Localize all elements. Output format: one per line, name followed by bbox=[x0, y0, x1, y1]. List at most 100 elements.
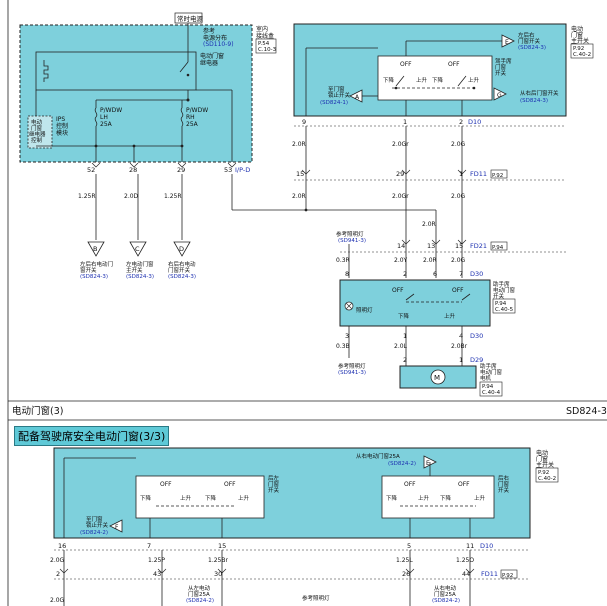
svg-text:锁止开关: 锁止开关 bbox=[328, 91, 351, 99]
svg-text:F: F bbox=[115, 524, 119, 531]
svg-text:P/WDW: P/WDW bbox=[100, 107, 122, 114]
svg-text:2.0Gr: 2.0Gr bbox=[392, 141, 409, 148]
svg-text:D29: D29 bbox=[470, 356, 483, 364]
svg-text:1: 1 bbox=[403, 118, 407, 126]
svg-text:16: 16 bbox=[58, 542, 66, 550]
svg-text:29: 29 bbox=[396, 170, 404, 178]
svg-text:P.92: P.92 bbox=[502, 573, 513, 579]
svg-text:4: 4 bbox=[459, 332, 463, 340]
svg-text:门窗: 门窗 bbox=[495, 63, 507, 71]
svg-text:电动: 电动 bbox=[536, 449, 548, 457]
svg-text:开关: 开关 bbox=[495, 69, 507, 77]
svg-text:3: 3 bbox=[345, 332, 349, 340]
svg-text:28: 28 bbox=[129, 166, 137, 174]
svg-text:30: 30 bbox=[214, 570, 222, 578]
svg-text:IPS: IPS bbox=[56, 116, 65, 123]
svg-text:29: 29 bbox=[177, 166, 185, 174]
hot-label: 常时电源 bbox=[177, 14, 204, 23]
svg-text:2.0R: 2.0R bbox=[423, 257, 437, 264]
svg-text:15: 15 bbox=[218, 542, 226, 550]
svg-text:15: 15 bbox=[455, 242, 463, 250]
svg-text:C: C bbox=[135, 245, 140, 253]
svg-text:FD11: FD11 bbox=[470, 170, 487, 178]
svg-text:继电器: 继电器 bbox=[200, 59, 218, 67]
svg-text:G: G bbox=[497, 92, 502, 99]
svg-text:1.25L: 1.25L bbox=[396, 557, 413, 564]
svg-text:2: 2 bbox=[403, 356, 407, 364]
svg-text:参考照明灯: 参考照明灯 bbox=[302, 594, 330, 602]
svg-text:电动门窗: 电动门窗 bbox=[480, 368, 503, 376]
svg-text:电动门窗: 电动门窗 bbox=[493, 286, 516, 294]
svg-text:左后右电动门: 左后右电动门 bbox=[80, 260, 113, 268]
svg-text:25A: 25A bbox=[100, 121, 113, 128]
svg-text:上升: 上升 bbox=[238, 494, 250, 502]
svg-text:从左电动: 从左电动 bbox=[188, 584, 211, 592]
svg-text:(SD941-3): (SD941-3) bbox=[338, 370, 366, 376]
svg-text:下降: 下降 bbox=[386, 494, 398, 502]
svg-text:助手席: 助手席 bbox=[493, 280, 510, 288]
svg-text:P.54: P.54 bbox=[258, 41, 270, 47]
svg-text:OFF: OFF bbox=[160, 481, 172, 488]
svg-text:控制: 控制 bbox=[31, 136, 43, 144]
svg-text:上升: 上升 bbox=[418, 494, 430, 502]
svg-text:C.40-5: C.40-5 bbox=[495, 307, 514, 313]
svg-text:P.92: P.92 bbox=[492, 173, 503, 179]
svg-text:(SD824-2): (SD824-2) bbox=[432, 598, 460, 604]
svg-text:门窗开关: 门窗开关 bbox=[168, 266, 191, 274]
svg-text:照明灯: 照明灯 bbox=[356, 306, 373, 314]
svg-text:D10: D10 bbox=[468, 118, 481, 126]
svg-text:FD11: FD11 bbox=[481, 570, 498, 578]
svg-text:2: 2 bbox=[56, 570, 60, 578]
svg-text:(SD824-3): (SD824-3) bbox=[80, 274, 108, 280]
svg-text:1: 1 bbox=[459, 170, 463, 178]
svg-text:9: 9 bbox=[302, 118, 306, 126]
svg-text:C.40-4: C.40-4 bbox=[482, 390, 501, 396]
svg-text:52: 52 bbox=[87, 166, 95, 174]
svg-text:室内: 室内 bbox=[256, 25, 268, 33]
svg-text:(SD824-2): (SD824-2) bbox=[186, 598, 214, 604]
svg-text:至门窗: 至门窗 bbox=[328, 85, 345, 93]
svg-text:至门窗: 至门窗 bbox=[86, 515, 103, 523]
svg-text:电动门窗: 电动门窗 bbox=[200, 52, 224, 60]
svg-text:OFF: OFF bbox=[452, 287, 464, 294]
svg-text:2.0D: 2.0D bbox=[124, 193, 139, 200]
svg-text:主开关: 主开关 bbox=[536, 461, 554, 469]
svg-text:上升: 上升 bbox=[180, 494, 192, 502]
svg-text:7: 7 bbox=[147, 542, 151, 550]
svg-text:电源分布: 电源分布 bbox=[203, 34, 227, 42]
svg-text:(SD824-3): (SD824-3) bbox=[518, 45, 546, 51]
svg-text:上升: 上升 bbox=[444, 312, 456, 320]
svg-text:5: 5 bbox=[407, 542, 411, 550]
ips-module bbox=[27, 115, 53, 149]
svg-text:RH: RH bbox=[186, 114, 195, 121]
svg-text:门窗: 门窗 bbox=[498, 480, 510, 488]
svg-text:2.0G: 2.0G bbox=[451, 141, 466, 148]
svg-text:FD21: FD21 bbox=[470, 242, 487, 250]
svg-text:门窗: 门窗 bbox=[268, 480, 280, 488]
svg-text:0.3R: 0.3R bbox=[336, 257, 350, 264]
svg-text:43: 43 bbox=[153, 570, 161, 578]
svg-text:控制: 控制 bbox=[56, 122, 68, 130]
motor-icon bbox=[430, 369, 446, 385]
svg-text:锁止开关: 锁止开关 bbox=[86, 521, 109, 529]
svg-text:(SD824-3): (SD824-3) bbox=[168, 274, 196, 280]
svg-text:电动: 电动 bbox=[31, 118, 43, 126]
svg-text:44: 44 bbox=[462, 570, 470, 578]
svg-text:门窗25A: 门窗25A bbox=[188, 590, 210, 598]
svg-text:2.0Y: 2.0Y bbox=[394, 257, 408, 264]
svg-text:上升: 上升 bbox=[474, 494, 486, 502]
svg-text:OFF: OFF bbox=[448, 61, 460, 68]
passenger-switch-box bbox=[339, 279, 491, 327]
svg-text:从右电动: 从右电动 bbox=[434, 584, 457, 592]
svg-text:下降: 下降 bbox=[398, 312, 410, 320]
svg-text:D30: D30 bbox=[470, 332, 483, 340]
svg-text:OFF: OFF bbox=[224, 481, 236, 488]
svg-text:2.0R: 2.0R bbox=[292, 141, 306, 148]
svg-text:1.25R: 1.25R bbox=[78, 193, 96, 200]
svg-text:开关: 开关 bbox=[268, 486, 280, 494]
svg-text:参考照明灯: 参考照明灯 bbox=[336, 230, 364, 238]
svg-text:1.25O: 1.25O bbox=[456, 557, 474, 564]
svg-text:C.40-2: C.40-2 bbox=[538, 476, 556, 482]
svg-text:14: 14 bbox=[397, 242, 405, 250]
